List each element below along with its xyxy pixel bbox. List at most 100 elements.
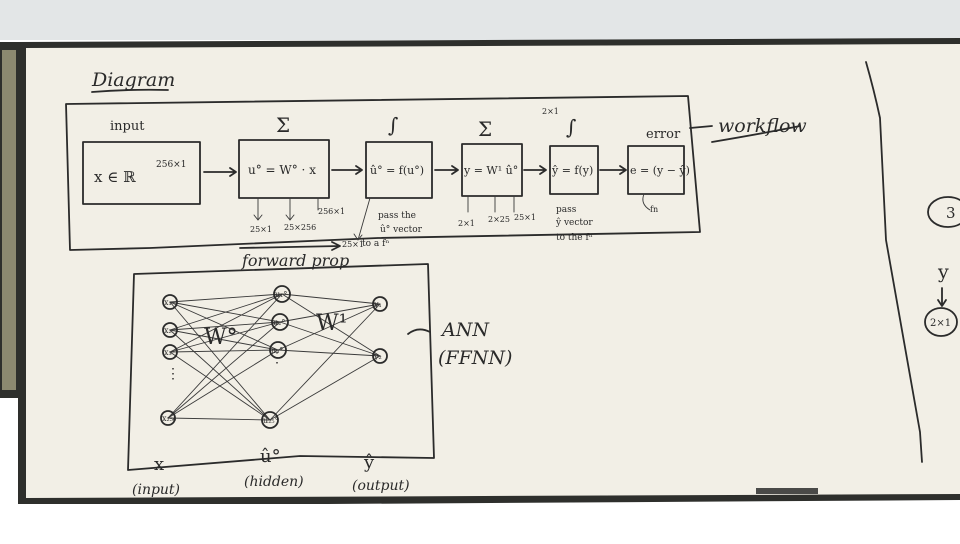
hidden-node-1-label: u₁° — [275, 290, 287, 299]
error-fn-label: fn — [650, 205, 658, 214]
output-node-2-label: y₂ — [373, 352, 382, 361]
hidden-node-2-label: u₂° — [273, 318, 285, 327]
input-box-content: x ∈ ℝ — [94, 168, 136, 186]
output-node-2: y₂ — [372, 348, 388, 364]
input-node-1: x₁ — [162, 294, 178, 310]
edge-hid-2-out-0 — [277, 303, 381, 351]
input-node-1-label: x₁ — [164, 298, 172, 307]
edge-in-2-hid-1 — [169, 321, 281, 353]
layer-label-input: (input) — [132, 482, 180, 498]
arrow-sum2-sig2 — [523, 165, 547, 175]
edge-hid-0-out-0 — [281, 293, 381, 305]
dim-arrow-4 — [353, 197, 371, 241]
layer-label-hidden: (hidden) — [244, 474, 304, 490]
arrow-sig2-error — [599, 165, 627, 175]
edge-hid-3-out-0 — [269, 303, 381, 421]
photo-bottom-margin — [0, 504, 960, 540]
edge-hid-2-out-1 — [277, 349, 381, 357]
dim-arrows-sum2 — [467, 195, 515, 213]
dim-label-7: 25×1 — [514, 213, 536, 222]
note-pass-u-1: pass the — [378, 211, 416, 221]
dim-label-1: 25×1 — [250, 225, 272, 234]
dim-label-6: 2×25 — [488, 215, 510, 224]
sum1-header: Σ — [276, 113, 290, 137]
sum2-content: y = W¹ û° — [463, 164, 518, 177]
edge-in-3-hid-1 — [167, 321, 281, 419]
sum1-content: u° = W° · x — [248, 163, 316, 177]
forward-prop-label: forward prop — [241, 251, 349, 270]
right-node-top — [927, 196, 960, 228]
edge-in-3-hid-2 — [167, 349, 279, 419]
right-node-top-label: 3 — [946, 204, 956, 222]
hidden-node-4-label: u₂₅° — [263, 416, 279, 425]
workflow-underline — [711, 125, 801, 143]
sig2-dim-top: 2×1 — [542, 107, 559, 116]
forward-prop-arrow — [239, 241, 341, 251]
sig2-box — [549, 145, 599, 195]
input-header: input — [110, 119, 145, 134]
note-pass-u-3: to a fⁿ — [362, 239, 389, 249]
sig2-header: ∫ — [566, 115, 576, 139]
input-ellipsis: ⋮ — [166, 366, 180, 382]
workflow-boundary — [65, 95, 701, 251]
error-box — [627, 145, 685, 195]
sig1-header: ∫ — [388, 113, 398, 137]
layer-symbol-input: x — [154, 454, 164, 475]
arrow-input-sum1 — [203, 167, 237, 177]
sig1-content: û° = f(u°) — [370, 164, 424, 177]
output-node-1: y₁ — [372, 296, 388, 312]
edge-in-0-hid-0 — [169, 293, 283, 303]
note-pass-y-3: to the fⁿ — [556, 233, 593, 243]
input-node-4: x₂₅₆ — [160, 410, 176, 426]
hidden-node-3-circle — [269, 341, 287, 359]
network-connections — [167, 293, 381, 421]
dim-label-3: 256×1 — [318, 207, 345, 216]
left-cork-board — [2, 50, 16, 390]
sum2-box — [461, 143, 523, 197]
weight-out-label: W¹ — [316, 311, 347, 336]
input-node-2: x₂ — [162, 322, 178, 338]
workflow-label: workflow — [718, 115, 807, 137]
input-node-2-label: x₂ — [164, 326, 172, 335]
input-box-superscript: 256×1 — [156, 160, 186, 170]
workflow-dash — [689, 125, 713, 129]
layer-label-output: (output) — [352, 478, 410, 494]
right-node-bottom — [924, 307, 958, 337]
input-box — [82, 141, 201, 205]
note-pass-u-2: û° vector — [380, 224, 423, 235]
error-header: error — [646, 127, 681, 142]
weight-in-label: W° — [204, 325, 238, 350]
hidden-node-4: u₂₅° — [261, 411, 279, 429]
ann-connector — [407, 328, 431, 335]
edge-in-3-hid-3 — [167, 417, 271, 421]
output-node-1-label: y₁ — [373, 300, 382, 309]
hidden-node-1-circle — [273, 285, 291, 303]
note-pass-y-2: ŷ vector — [555, 217, 593, 228]
arrow-sig1-sum2 — [434, 165, 459, 175]
input-node-3-circle — [162, 344, 178, 360]
edge-in-2-hid-0 — [169, 293, 283, 353]
input-node-4-circle — [160, 410, 176, 426]
hidden-node-1: u₁° — [273, 285, 291, 303]
input-node-3: x₃ — [162, 344, 178, 360]
edge-in-1-hid-2 — [169, 329, 279, 351]
edge-hid-3-out-1 — [269, 355, 381, 421]
wall — [0, 0, 960, 40]
note-pass-y-1: pass — [556, 205, 577, 215]
marker-on-tray — [756, 488, 818, 494]
title-text: Diagram — [91, 69, 175, 91]
dim-label-4: 25×1 — [342, 240, 364, 249]
hidden-node-4-circle — [261, 411, 279, 429]
hidden-node-2-circle — [271, 313, 289, 331]
title-underline — [91, 88, 169, 93]
hidden-ellipsis: ⋮ — [270, 350, 284, 366]
layer-symbol-hidden: û° — [260, 446, 281, 467]
right-y-label: y — [937, 261, 949, 283]
dim-arrow-2 — [285, 197, 295, 221]
hidden-node-2: u₂° — [271, 313, 289, 331]
arrow-sum1-sig1 — [331, 165, 363, 175]
dim-label-5: 2×1 — [458, 219, 475, 228]
input-node-4-label: x₂₅₆ — [162, 414, 176, 423]
